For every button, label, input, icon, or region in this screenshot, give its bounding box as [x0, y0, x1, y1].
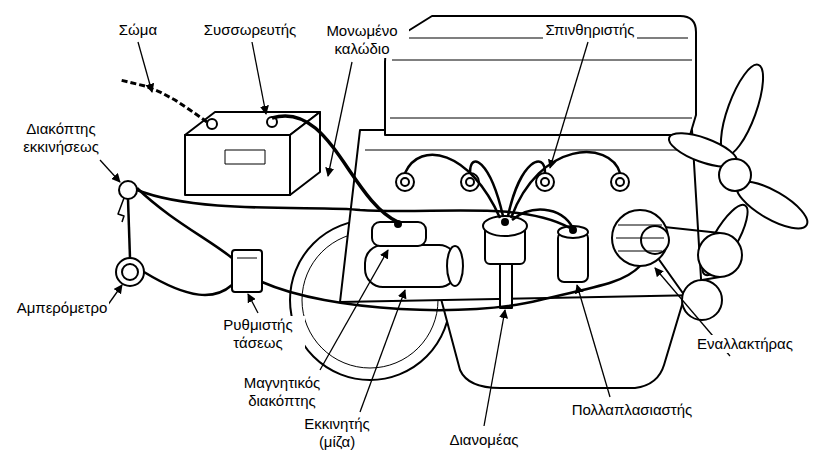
battery [207, 119, 217, 129]
wiring [120, 80, 640, 310]
spark-plugs [401, 178, 409, 186]
leader-lines [577, 285, 610, 397]
starter-motor [372, 222, 426, 246]
spark-plugs [396, 173, 414, 191]
part-label: Μαγνητικός διακόπτης [230, 374, 334, 410]
alternator [641, 226, 669, 254]
part-label: Αμπερόμετρο [15, 299, 110, 317]
leader-lines [248, 294, 258, 313]
wiring [128, 199, 130, 258]
wiring [144, 272, 232, 295]
cooling-fan [719, 159, 751, 191]
distributor [500, 262, 512, 308]
leader-lines [320, 250, 388, 370]
wiring [137, 188, 232, 258]
alternator [612, 210, 668, 266]
alternator [698, 233, 742, 277]
wiring [470, 161, 503, 216]
ammeter [116, 258, 144, 286]
leader-lines [360, 290, 405, 412]
ignition-coil [558, 226, 588, 282]
valve-cover [390, 118, 692, 119]
voltage-regulator [232, 250, 262, 292]
spark-plugs [541, 178, 549, 186]
ignition-coil [558, 232, 588, 282]
battery [185, 135, 290, 195]
ammeter [122, 264, 138, 280]
distributor [483, 216, 527, 308]
voltage-regulator [237, 258, 257, 259]
spark-plugs [611, 173, 629, 191]
ammeter [116, 258, 144, 286]
distributor [502, 219, 508, 225]
part-label: Συσσωρευτής [202, 21, 299, 39]
valve-cover [392, 60, 692, 61]
engine-block [340, 130, 702, 302]
cooling-fan [695, 199, 756, 280]
spark-plugs [616, 178, 624, 186]
part-label: Σπινθηριστής [543, 21, 636, 39]
starter-motor [365, 221, 463, 287]
leader-lines [138, 42, 152, 92]
part-label: Μονωμένο καλώδιο [315, 22, 409, 58]
wiring [137, 190, 570, 228]
leader-lines [100, 160, 120, 182]
battery [225, 150, 265, 164]
part-label: Εκκινητής (μίζα) [290, 415, 384, 451]
part-label: Σώμα [117, 21, 159, 39]
part-label: Διανομέας [447, 431, 520, 449]
battery [290, 112, 320, 195]
starter-motor [447, 246, 463, 286]
ignition-switch [119, 181, 137, 199]
spark-plugs [536, 173, 554, 191]
spark-plugs [461, 173, 479, 191]
part-label: Πολλαπλασιαστής [570, 401, 695, 419]
wiring [262, 266, 640, 310]
cooling-fan [665, 60, 813, 281]
battery [185, 112, 320, 195]
engine-block [340, 130, 702, 302]
alternator [682, 280, 722, 320]
valve-cover [385, 16, 696, 135]
wiring [120, 80, 207, 122]
part-label: Εναλλακτήρας [695, 335, 795, 353]
wiring [512, 210, 573, 228]
wiring [405, 155, 500, 218]
leader-lines [252, 42, 266, 114]
alternator [616, 225, 664, 251]
leader-lines [484, 310, 505, 426]
wiring [272, 116, 398, 222]
valve-cover [385, 16, 696, 135]
part-label: Διακόπτης εκκινήσεως [4, 120, 118, 156]
ignition-switch [118, 198, 124, 222]
distributor [483, 216, 527, 236]
spark-plugs [396, 173, 629, 191]
leader-lines [328, 62, 352, 176]
spark-plugs [466, 178, 474, 186]
alternator [612, 210, 742, 320]
wiring [511, 152, 620, 218]
leader-lines [550, 42, 588, 168]
voltage-regulator [232, 250, 262, 292]
leader-lines [100, 42, 730, 426]
engine-block [365, 150, 690, 151]
part-label: Ρυθμιστής τάσεως [211, 316, 305, 352]
